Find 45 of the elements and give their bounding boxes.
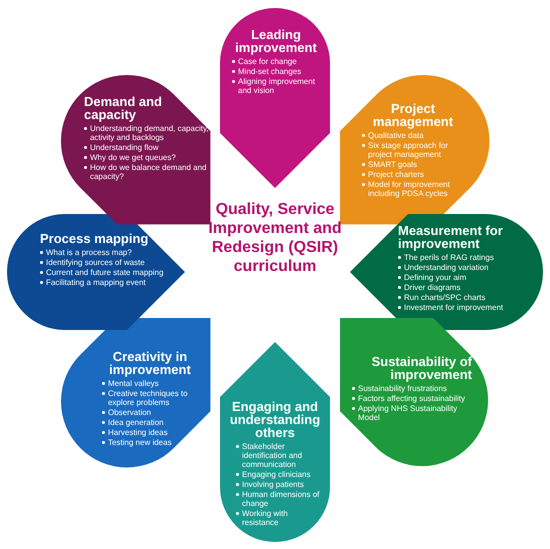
bullet-item: Engaging clinicians [242, 470, 312, 479]
bullet-item: Project charters [368, 170, 426, 179]
bullet-item: Investment for improvement [404, 303, 504, 312]
petal-heading: Creativity in improvement [108, 350, 192, 376]
bullet-item: Identifying sources of waste [46, 258, 146, 267]
bullet-item: Why do we get queues? [90, 152, 177, 162]
bullet-item: Idea generation [108, 418, 165, 427]
bullet-item: SMART goals [368, 160, 418, 169]
bullet-item: Current and future state mapping [46, 268, 164, 277]
bullet-item: What is a process map? [46, 248, 133, 257]
petal-heading: Measurement for improvement [398, 224, 504, 250]
bullet-item: Working with resistance [242, 509, 289, 527]
bullet-item: Involving patients [242, 480, 305, 489]
bullet-item: Understanding flow [90, 142, 160, 152]
bullet-item: Qualitative data [368, 130, 425, 140]
bullet-item: Run charts/SPC charts [404, 293, 486, 302]
bullet-item: Factors affecting sustainability [358, 394, 466, 403]
bullet-item: The perils of RAG ratings [404, 253, 495, 262]
bullet-item: Model for improvement including PDSA cycles [368, 180, 451, 198]
bullet-item: Understanding variation [404, 263, 490, 272]
bullet-item: How do we balance demand and capacity? [90, 162, 208, 181]
petal-heading: Sustainability of improvement [370, 355, 472, 381]
petal-heading: Demand and capacity [84, 94, 163, 121]
bullet-item: Testing new ideas [108, 438, 173, 447]
bullet-item: Aligning improvement and vision [238, 77, 316, 95]
bullet-item: Applying NHS Sustainability Model [358, 404, 458, 422]
bullet-item: Case for change [238, 57, 298, 66]
petal-heading: Project management [372, 102, 454, 128]
petal-heading: Process mapping [40, 232, 150, 245]
bullet-item: Defining your aim [404, 273, 468, 282]
bullet-item: Observation [108, 408, 152, 417]
diagram-title: Quality, Service Improvement and Redesign (QSIR) curriculum [207, 200, 343, 276]
bullet-item: Harvesting ideas [108, 428, 169, 437]
bullet-item: Driver diagrams [404, 283, 462, 292]
petal-heading: Engaging and understanding others [228, 400, 322, 439]
bullet-item: Creative techniques to explore problems [108, 389, 189, 407]
bullet-item: Six stage approach for project management [368, 140, 450, 159]
petal-heading: Leading improvement [234, 28, 318, 54]
bullet-item: Human dimensions of change [242, 490, 320, 508]
bullet-item: Mental valleys [108, 379, 160, 388]
bullet-item: Understanding demand, capacity, activity and backlogs [90, 124, 210, 142]
bullet-item: Facilitating a mapping event [46, 278, 147, 287]
bullet-item: Sustainability frustrations [358, 384, 448, 393]
bullet-item: Stakeholder identification and communication [242, 442, 304, 469]
bullet-item: Mind-set changes [238, 67, 302, 76]
